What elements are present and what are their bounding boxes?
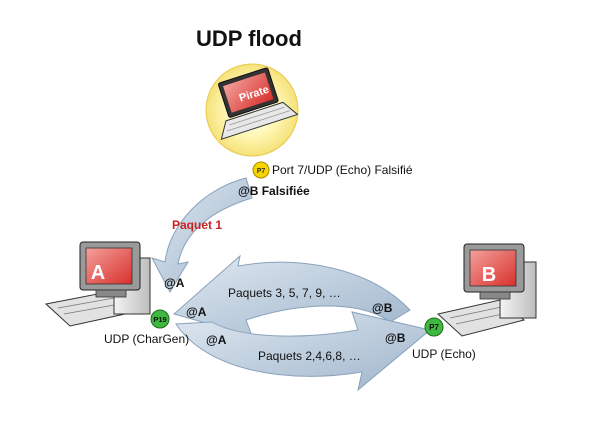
host-b-address-low: @B: [385, 331, 406, 345]
host-b-computer: [436, 243, 537, 337]
host-b-port-text: P7: [429, 323, 439, 332]
host-a-service-label: UDP (CharGen): [104, 332, 190, 346]
pirate-port-text: P7: [257, 168, 266, 175]
host-b-screen-letter: B: [482, 264, 496, 286]
spoofed-port-label: Port 7/UDP (Echo) Falsifié: [272, 163, 413, 177]
host-b-address-up: @B: [372, 301, 393, 315]
even-packets-arrow: [175, 311, 432, 392]
spoofed-address-label: @B Falsifiée: [238, 184, 310, 198]
even-packets-label: Paquets 2,4,6,8, …: [258, 349, 361, 363]
pirate-port-badge: [252, 161, 270, 179]
odd-packets-label: Paquets 3, 5, 7, 9, …: [228, 286, 341, 300]
packet1-arrow: [150, 177, 253, 294]
host-a-computer: [44, 241, 151, 327]
host-a-port-text: P19: [153, 315, 166, 324]
host-a-port-badge: [150, 309, 170, 329]
host-a-address-in: @A: [164, 276, 185, 290]
host-a-address-low: @A: [206, 333, 227, 347]
host-b-port-badge: [424, 317, 444, 337]
host-a-screen-letter: A: [91, 262, 105, 284]
packet1-label: Paquet 1: [172, 218, 223, 232]
page-title: UDP flood: [196, 26, 302, 51]
pirate-laptop: [205, 63, 299, 157]
host-b-service-label: UDP (Echo): [412, 347, 476, 361]
host-a-address-mid: @A: [186, 305, 207, 319]
odd-packets-arrow: [172, 254, 411, 337]
